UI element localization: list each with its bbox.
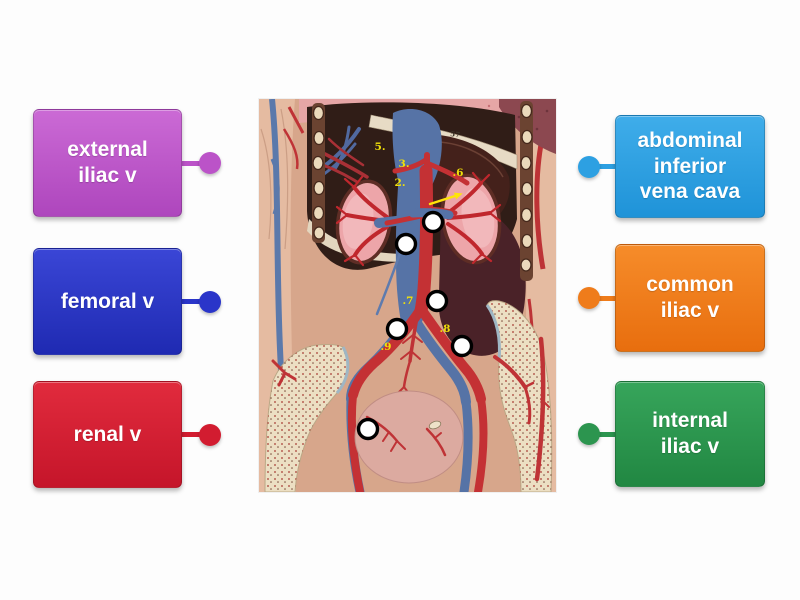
answer-point[interactable]	[425, 289, 449, 313]
answer-point[interactable]	[421, 210, 445, 234]
number-label: 3.	[399, 158, 410, 170]
answer-point[interactable]	[394, 232, 418, 256]
number-label: .9	[381, 341, 392, 353]
anatomy-photo: 57	[259, 99, 556, 492]
left-kidney	[335, 179, 393, 265]
label-card-internal-iliac-v: internal iliac v	[578, 381, 768, 487]
pelvic-bones	[264, 300, 553, 492]
label-card-external-iliac-v: external iliac v	[33, 109, 223, 217]
model-number-label: 57	[450, 129, 461, 139]
label-text: external iliac v	[67, 138, 148, 187]
label-text: renal v	[73, 422, 142, 446]
label-text: abdominal inferior vena cava	[637, 129, 743, 204]
connector-stem	[591, 431, 619, 437]
label-box-common-iliac-v[interactable]: common iliac v	[615, 244, 765, 352]
connector-dot	[199, 423, 221, 446]
number-label: .6	[453, 167, 464, 179]
diagram-overlay: 5. 3. 2. .6 .7 .8 .9	[356, 141, 474, 441]
label-box-external-iliac-v[interactable]: external iliac v	[33, 109, 182, 217]
connector-stem	[179, 432, 205, 437]
connector-dot	[578, 155, 600, 178]
connector-dot	[578, 423, 600, 445]
number-label: .7	[403, 295, 414, 307]
number-label: .8	[440, 323, 451, 335]
connector-stem	[179, 160, 205, 166]
number-label: 2.	[395, 177, 406, 189]
ribs-left	[312, 103, 325, 243]
left-renal-tree	[335, 175, 389, 267]
answer-point[interactable]	[450, 334, 474, 358]
connector-dot	[199, 290, 221, 313]
connector-stem	[179, 299, 205, 304]
ribs-right	[520, 101, 533, 281]
label-text: common iliac v	[646, 273, 734, 322]
number-label: 5.	[375, 141, 386, 153]
label-box-femoral-v[interactable]: femoral v	[33, 248, 182, 355]
label-card-renal-v: renal v	[33, 381, 223, 488]
answer-point[interactable]	[356, 417, 380, 441]
label-card-abdominal-inferior-vena-cava: abdominal inferior vena cava	[578, 115, 768, 218]
label-box-internal-iliac-v[interactable]: internal iliac v	[615, 381, 765, 487]
aorta	[347, 152, 488, 492]
bladder	[354, 390, 464, 484]
label-box-renal-v[interactable]: renal v	[33, 381, 182, 488]
label-text: femoral v	[60, 289, 155, 313]
answer-point[interactable]	[385, 317, 409, 341]
pointer-arrow	[428, 192, 463, 206]
connector-stem	[591, 295, 619, 301]
label-card-femoral-v: femoral v	[33, 248, 223, 355]
label-card-common-iliac-v: common iliac v	[578, 244, 768, 352]
label-box-abdominal-inferior-vena-cava[interactable]: abdominal inferior vena cava	[615, 115, 765, 218]
connector-dot	[578, 287, 600, 309]
connector-stem	[591, 164, 619, 169]
anatomy-illustration: 57	[259, 99, 556, 492]
connector-dot	[199, 152, 221, 174]
label-text: internal iliac v	[652, 409, 728, 458]
